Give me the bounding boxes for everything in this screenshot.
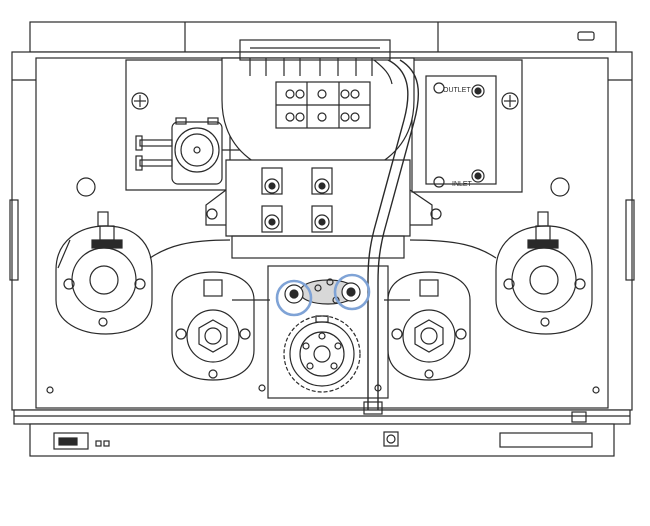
bottom-bezel	[53, 431, 593, 450]
left-secondary-pump	[171, 271, 255, 381]
central-lower-box	[258, 265, 389, 399]
left-pump-head	[55, 211, 153, 335]
solenoid-valve	[135, 117, 248, 185]
mid-block	[205, 159, 442, 259]
highlight-ring-right	[333, 273, 371, 311]
valve-head	[221, 39, 415, 179]
chassis-holes	[46, 177, 600, 423]
right-pump-head	[495, 211, 593, 335]
highlight-ring-left	[275, 279, 313, 317]
outlet-label: OUTLET	[443, 87, 471, 94]
right-secondary-pump	[387, 271, 471, 381]
inlet-label: INLET	[452, 181, 473, 188]
upper-right-panel	[411, 59, 523, 193]
drain-tube	[363, 59, 420, 415]
